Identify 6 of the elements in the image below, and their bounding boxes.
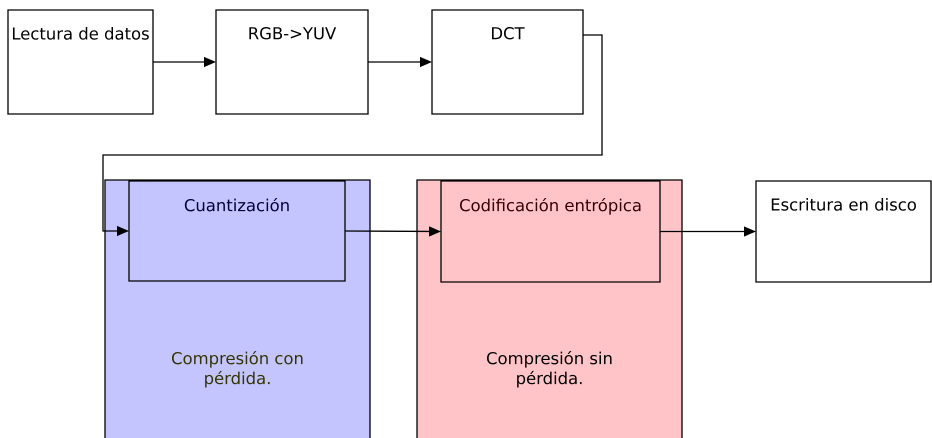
process-box: Codificación entrópica <box>440 180 661 283</box>
process-box: Escritura en disco <box>755 180 932 283</box>
process-box: DCT <box>431 9 584 115</box>
process-box: Cuantización <box>128 180 346 282</box>
process-box: RGB->YUV <box>215 9 369 115</box>
process-box: Lectura de datos <box>7 9 154 115</box>
